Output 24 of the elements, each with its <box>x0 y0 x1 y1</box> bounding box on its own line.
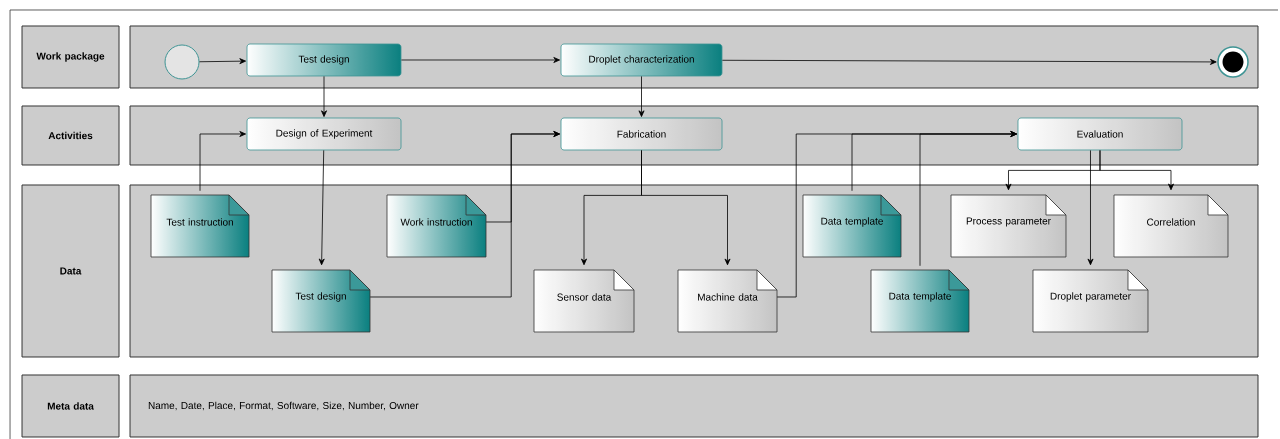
arrow <box>1087 150 1094 266</box>
lane-header: Meta data <box>21 374 120 438</box>
lane-header: Activities <box>21 105 120 166</box>
lane-header: Work package <box>21 25 120 89</box>
activity-box: Fabrication <box>560 117 723 151</box>
activity-box: Test design <box>246 43 402 77</box>
activity-box: Design of Experiment <box>246 117 402 151</box>
arrow <box>641 150 731 266</box>
arrow <box>722 58 1217 65</box>
lane-header: Data <box>21 184 120 358</box>
activity-box: Evaluation <box>1017 117 1183 151</box>
arrow <box>401 57 560 63</box>
arrow <box>638 76 645 117</box>
swimlane-band: Name, Date, Place, Format, Software, Size, Number, Owner <box>129 374 1259 438</box>
end-circle <box>1217 46 1249 78</box>
arrow <box>485 131 560 223</box>
activity-box: Droplet characterization <box>560 43 723 77</box>
arrow <box>199 131 246 192</box>
arrow <box>1099 150 1174 191</box>
start-circle <box>164 44 200 80</box>
arrow <box>318 150 325 266</box>
arrow <box>919 131 1017 267</box>
arrow <box>199 58 246 65</box>
arrow <box>321 76 327 117</box>
